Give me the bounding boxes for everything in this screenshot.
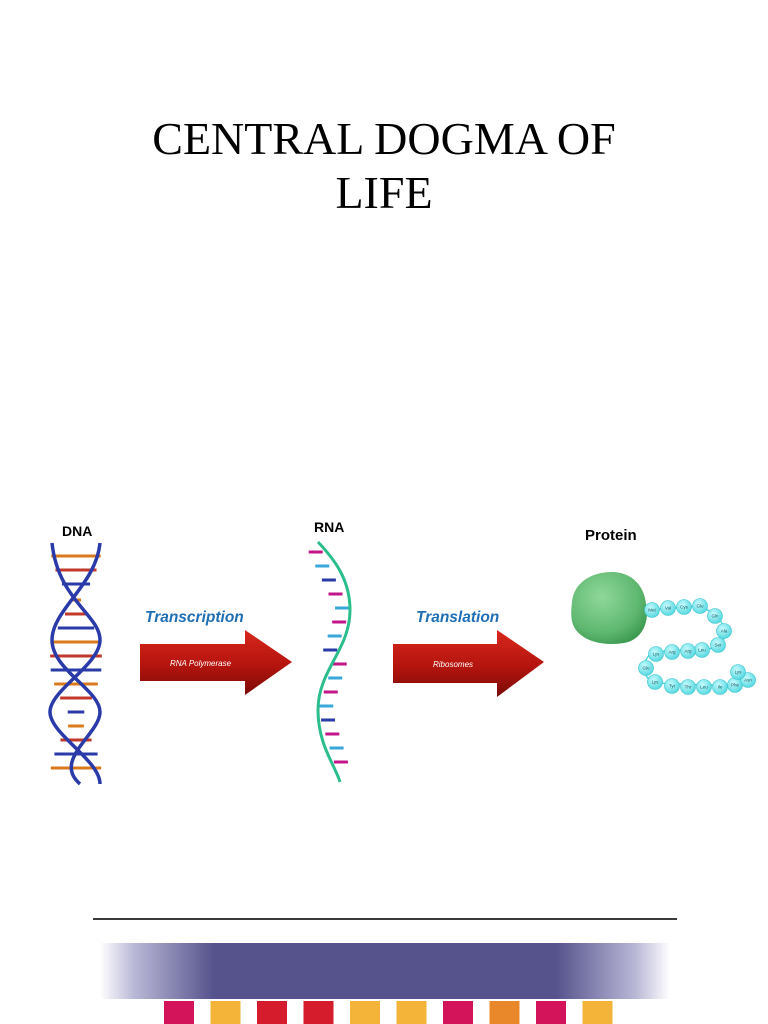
amino-acid-name: Ile (718, 685, 723, 690)
amino-acid-bead: Tyr (664, 678, 680, 694)
amino-acid-name: Glu (642, 666, 650, 671)
transcription-label: Transcription (145, 609, 244, 626)
footer-squares (164, 1001, 613, 1024)
amino-acid-name: Leu (698, 648, 706, 653)
amino-acid-bead: Val (660, 600, 676, 616)
amino-acid-bead: Met (644, 602, 660, 618)
amino-acid-bead: Ala (716, 623, 732, 639)
amino-acid-name: Arg (684, 649, 692, 654)
transcription-enzyme: RNA Polymerase (170, 659, 232, 668)
amino-acid-bead: Lys (648, 646, 664, 662)
amino-acid-name: Lys (653, 652, 661, 657)
amino-acid-name: Asn (744, 678, 752, 683)
amino-acid-name: Glu (696, 604, 704, 609)
amino-acid-bead: Lys (730, 664, 746, 680)
title-line-1: CENTRAL DOGMA OF (152, 113, 616, 164)
rna-label: RNA (314, 519, 344, 535)
amino-acid-name: Thr (685, 685, 692, 690)
amino-acid-name: Lys (735, 670, 743, 675)
amino-acid-bead: Ser (710, 637, 726, 653)
dna-strand-2 (50, 542, 102, 786)
dna-label: DNA (62, 523, 92, 539)
footer-square (303, 1001, 334, 1024)
protein-folded-blob (571, 572, 648, 644)
footer-square (396, 1001, 427, 1024)
footer-square (582, 1001, 613, 1024)
amino-acid-name: Gln (711, 614, 719, 619)
title-line-2: LIFE (335, 167, 433, 218)
amino-acid-bead: Lys (647, 674, 663, 690)
amino-acid-bead: Thr (680, 679, 696, 695)
footer-square (536, 1001, 566, 1024)
dna-strand-1 (48, 542, 102, 785)
footer-band (100, 943, 670, 999)
amino-acid-bead: Cys (676, 599, 692, 615)
footer-square (489, 1001, 520, 1024)
translation-enzyme: Ribosomes (433, 660, 473, 669)
amino-acid-name: Lys (652, 680, 660, 685)
amino-acid-name: Tyr (669, 684, 676, 689)
slide-title: CENTRAL DOGMA OF LIFE (0, 112, 768, 220)
transcription-arrow (140, 630, 292, 695)
amino-acid-bead: Arg (664, 644, 680, 660)
footer-square (257, 1001, 287, 1024)
amino-acid-name: Ala (721, 629, 728, 634)
amino-acid-name: Ser (714, 643, 722, 648)
amino-acid-bead: Arg (680, 643, 696, 659)
translation-label: Translation (416, 609, 499, 626)
footer-square (350, 1001, 380, 1024)
rna-strand (316, 540, 352, 783)
amino-acid-bead: Glu (638, 660, 654, 676)
amino-acid-bead: Glu (692, 598, 708, 614)
amino-acid-name: Met (648, 608, 656, 613)
amino-acid-bead: Leu (694, 642, 710, 658)
footer-divider (93, 918, 677, 920)
dna-base-pairs (50, 554, 102, 770)
amino-acid-name: Val (665, 606, 671, 611)
amino-acid-name: Phe (731, 683, 740, 688)
footer-square (210, 1001, 241, 1024)
amino-acid-name: Arg (668, 650, 676, 655)
amino-acid-bead: Leu (696, 679, 712, 695)
footer-square (443, 1001, 473, 1024)
footer-square (164, 1001, 194, 1024)
amino-acid-bead: Gln (707, 608, 723, 624)
rna-bases (308, 550, 350, 764)
amino-acid-name: Leu (700, 685, 708, 690)
amino-acid-bead: Ile (712, 679, 728, 695)
translation-arrow (393, 630, 544, 697)
protein-label: Protein (585, 527, 637, 544)
amino-acid-name: Cys (680, 605, 688, 610)
